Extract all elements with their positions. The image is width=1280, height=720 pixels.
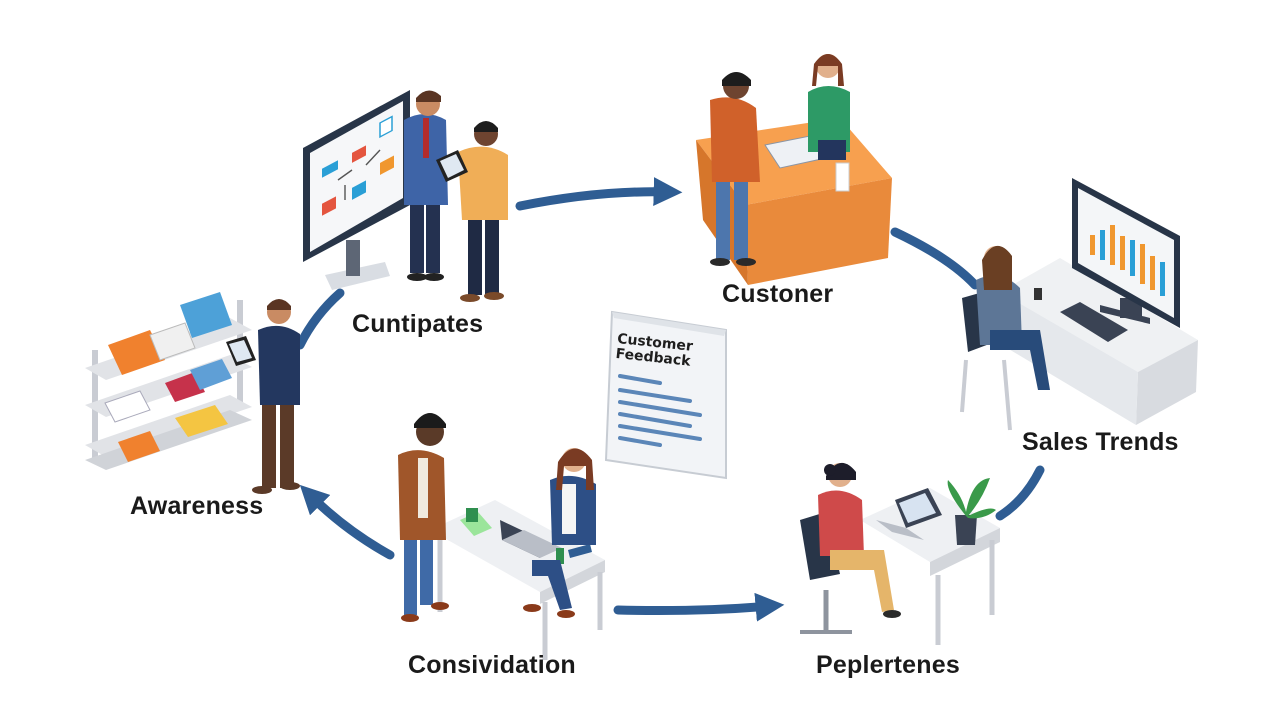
woman-at-desk xyxy=(800,462,901,634)
sales-chart-monitor xyxy=(1072,178,1180,328)
arrow-awareness-to-cuntipates xyxy=(295,288,345,350)
stage-label-awareness: Awareness xyxy=(130,492,264,520)
arrow-cuntipates-to-custoner xyxy=(515,177,683,211)
businessman xyxy=(404,90,448,281)
stage-label-cuntipates: Cuntipates xyxy=(352,310,484,338)
shopper-with-tablet xyxy=(226,299,300,494)
cycle-arrows xyxy=(295,177,1045,622)
analyst-woman xyxy=(960,245,1050,431)
stage-label-custoner: Custoner xyxy=(722,280,834,308)
arrow-consividation-to-peplertenes xyxy=(613,592,785,622)
customer-at-counter xyxy=(710,72,760,266)
document-text-lines xyxy=(618,374,702,447)
stage-label-sales-trends: Sales Trends xyxy=(1022,428,1179,456)
customer-feedback-document xyxy=(604,310,727,480)
flowchart-monitor xyxy=(303,90,410,290)
man-with-tablet xyxy=(436,121,508,302)
arrow-custoner-to-sales xyxy=(890,227,980,290)
sales-bars xyxy=(1090,225,1165,296)
keyboard xyxy=(1060,302,1128,342)
stage-label-peplertenes: Peplertenes xyxy=(816,651,960,679)
product-shelf xyxy=(85,292,252,470)
arrow-consividation-to-awareness xyxy=(299,484,395,560)
potted-plant xyxy=(947,478,996,545)
woman-at-laptop xyxy=(523,448,596,618)
arrow-sales-to-peplertenes xyxy=(995,465,1045,521)
bearded-man xyxy=(398,413,449,622)
clerk-at-counter xyxy=(808,54,850,160)
stage-label-consividation: Consividation xyxy=(408,651,576,679)
